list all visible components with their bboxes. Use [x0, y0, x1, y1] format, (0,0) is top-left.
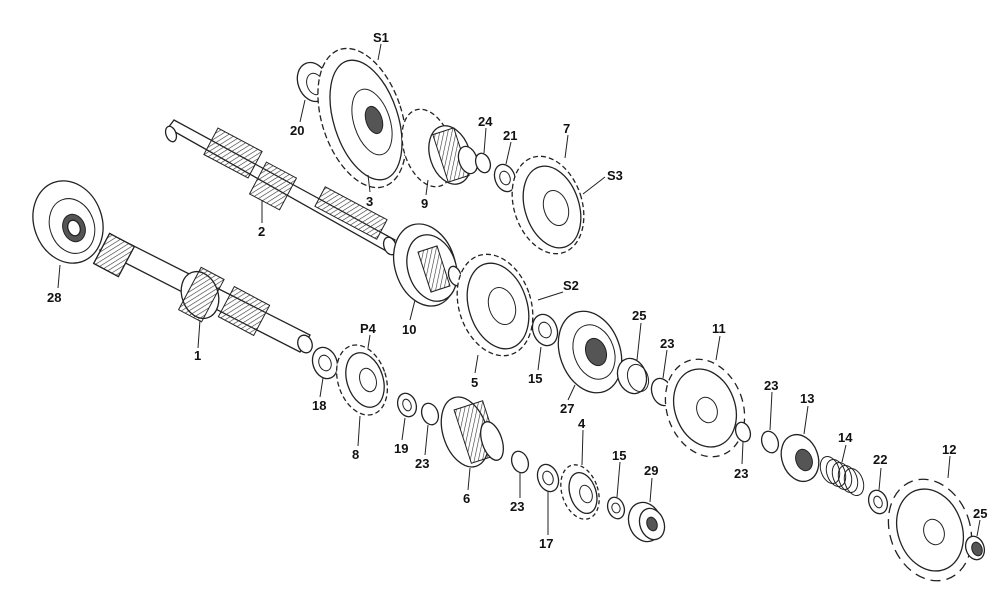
- label-28: 28: [47, 290, 61, 305]
- circlip-23e: [510, 450, 530, 474]
- label-s3: S3: [607, 168, 623, 183]
- sprocket-12: [887, 478, 973, 582]
- spring-14: [819, 455, 865, 497]
- leader-lines: [57, 43, 981, 537]
- gear-7: [511, 155, 585, 255]
- circlip-23c: [760, 430, 780, 454]
- label-2: 2: [258, 224, 265, 239]
- part-labels: S1 20 3 24 21 7 S3 9 2 28 10 S2 25 11 23…: [47, 30, 987, 551]
- label-p4: P4: [360, 321, 377, 336]
- label-s1: S1: [373, 30, 389, 45]
- circlip-24: [474, 152, 492, 174]
- label-17: 17: [539, 536, 553, 551]
- washer-22: [867, 489, 889, 515]
- label-29: 29: [644, 463, 658, 478]
- washer-17: [536, 463, 560, 493]
- label-5: 5: [471, 375, 478, 390]
- bearing-27: [557, 310, 623, 394]
- label-25a: 25: [632, 308, 646, 323]
- label-23b: 23: [764, 378, 778, 393]
- part-13: [780, 433, 820, 483]
- washer-18: [311, 346, 339, 380]
- label-14: 14: [838, 430, 853, 445]
- label-18: 18: [312, 398, 326, 413]
- gear-9: [401, 108, 479, 188]
- label-22: 22: [873, 452, 887, 467]
- label-13: 13: [800, 391, 814, 406]
- label-10: 10: [402, 322, 416, 337]
- bearing-29: [627, 501, 666, 543]
- label-11: 11: [712, 321, 726, 336]
- circlip-23d: [420, 402, 440, 426]
- main-shaft-1: [92, 232, 313, 354]
- label-23e: 23: [510, 499, 524, 514]
- gear-8: [335, 344, 389, 416]
- label-20: 20: [290, 123, 304, 138]
- gear-10: [393, 223, 463, 307]
- label-12: 12: [942, 442, 956, 457]
- label-23a: 23: [660, 336, 674, 351]
- label-19: 19: [394, 441, 408, 456]
- gear-4: [560, 464, 600, 520]
- gear-3: [317, 47, 407, 189]
- label-6: 6: [463, 491, 470, 506]
- collar-25b: [964, 535, 986, 561]
- label-25b: 25: [973, 506, 987, 521]
- collar-25a: [616, 357, 650, 395]
- label-9: 9: [421, 196, 428, 211]
- washer-15a: [531, 313, 559, 347]
- label-1: 1: [194, 348, 201, 363]
- sprocket-11: [664, 358, 746, 458]
- label-s2: S2: [563, 278, 579, 293]
- circlip-23b: [734, 421, 752, 443]
- label-23d: 23: [734, 466, 748, 481]
- bearing-28: [32, 180, 104, 264]
- label-8: 8: [352, 447, 359, 462]
- washer-19: [396, 392, 418, 418]
- label-27: 27: [560, 401, 574, 416]
- label-21: 21: [503, 128, 517, 143]
- label-23c: 23: [415, 456, 429, 471]
- label-15b: 15: [612, 448, 626, 463]
- gear-6: [440, 396, 504, 468]
- label-24: 24: [478, 114, 493, 129]
- label-7: 7: [563, 121, 570, 136]
- countershaft-2: [164, 119, 398, 256]
- label-4: 4: [578, 416, 586, 431]
- label-15a: 15: [528, 371, 542, 386]
- washer-15b: [606, 496, 626, 520]
- washer-21: [493, 163, 517, 193]
- gear-5: [456, 253, 534, 357]
- label-3: 3: [366, 194, 373, 209]
